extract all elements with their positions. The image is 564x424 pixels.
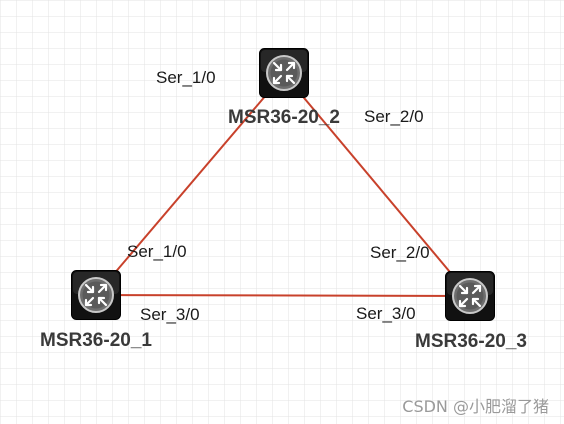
- router-msr36-20-3[interactable]: MSR36-20_3: [415, 271, 527, 353]
- router-icon: [71, 270, 121, 320]
- router-msr36-20-1[interactable]: MSR36-20_1: [40, 270, 152, 352]
- port-label-r2-ser1: Ser_1/0: [156, 68, 216, 87]
- device-name: MSR36-20_3: [415, 331, 527, 352]
- link-r1-r2[interactable]: [95, 73, 285, 296]
- router-msr36-20-2[interactable]: MSR36-20_2: [228, 48, 340, 129]
- port-label-r3-ser3: Ser_3/0: [356, 304, 416, 323]
- port-label-r1-ser1: Ser_1/0: [127, 242, 187, 261]
- link-r1-r3[interactable]: [95, 294, 471, 297]
- link-r2-r3[interactable]: [283, 73, 471, 297]
- port-label-r2-ser2: Ser_2/0: [364, 107, 424, 126]
- router-icon: [259, 48, 309, 98]
- port-label-r1-ser3: Ser_3/0: [140, 305, 200, 324]
- port-label-r3-ser2: Ser_2/0: [370, 243, 430, 262]
- device-name: MSR36-20_1: [40, 330, 152, 351]
- router-icon: [445, 271, 495, 321]
- device-name: MSR36-20_2: [228, 107, 340, 128]
- watermark: CSDN @小肥溜了猪: [402, 397, 549, 416]
